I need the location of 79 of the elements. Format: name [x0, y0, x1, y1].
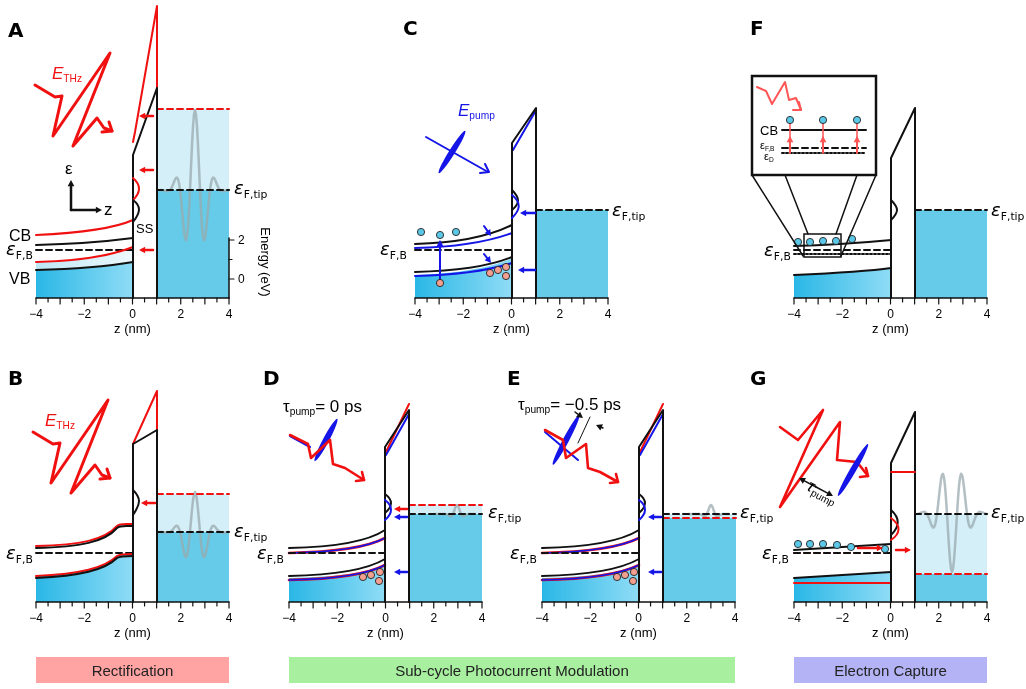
axis-label: z (nm) — [872, 321, 909, 335]
panel-letter: D — [263, 368, 280, 388]
tick-label: −4 — [29, 308, 43, 320]
axis-label: z (nm) — [872, 625, 909, 639]
tick-label: 0 — [129, 612, 136, 624]
tick-label: −4 — [535, 612, 549, 624]
axis-label: z (nm) — [620, 625, 657, 639]
tick-label: −4 — [787, 612, 801, 624]
tick-label: 4 — [731, 612, 739, 624]
panel-letter: A — [8, 20, 24, 40]
energy-level-label: ε$_{F,B}$ — [6, 544, 33, 566]
tick-label: −2 — [835, 308, 850, 320]
tick-label: 0 — [238, 273, 245, 285]
energy-level-label: ε$_{F,tip}$ — [234, 179, 268, 201]
panel-letter: E — [507, 368, 521, 388]
axis-label: z — [104, 200, 113, 218]
axis-label: z (nm) — [114, 321, 151, 335]
pump-delay-label: τ$_{pump}$= −0.5 ps — [518, 396, 622, 416]
axis-label: ε — [65, 159, 73, 177]
tick-label: 4 — [604, 308, 612, 320]
axis-label: z (nm) — [367, 625, 404, 639]
tick-label: 2 — [177, 612, 185, 624]
phase-banner: Rectification — [36, 657, 229, 683]
band-label: VB — [9, 271, 31, 287]
axis-label: Energy (eV) — [258, 227, 272, 297]
wave-label: E$_{THz}$ — [52, 65, 83, 85]
energy-level-label: ε$_{F,tip}$ — [612, 201, 646, 223]
tick-label: 0 — [887, 308, 894, 320]
tick-label: −4 — [29, 612, 43, 624]
energy-level-label: ε$_{F,B}$ — [380, 240, 407, 262]
tick-label: 2 — [238, 234, 245, 246]
tick-label: −4 — [787, 308, 801, 320]
wave-label: E$_{pump}$ — [458, 102, 495, 122]
pump-delay-label: τ$_{pump}$= 0 ps — [283, 398, 362, 418]
phase-banner: Electron Capture — [794, 657, 987, 683]
panel-letter: C — [403, 18, 418, 38]
band-label: CB — [760, 123, 779, 137]
tick-label: 2 — [556, 308, 564, 320]
panel-letter: B — [8, 368, 24, 388]
panel-letter: F — [750, 18, 764, 38]
energy-level-label: ε$_{F,tip}$ — [234, 522, 268, 544]
energy-level-label: ε$_{F,B}$ — [510, 544, 537, 566]
tick-label: −4 — [408, 308, 422, 320]
tick-label: 4 — [983, 308, 991, 320]
energy-level-label: ε$_{F,tip}$ — [991, 503, 1025, 525]
tick-label: 2 — [683, 612, 691, 624]
tick-label: 2 — [430, 612, 438, 624]
tick-label: 2 — [935, 612, 943, 624]
panel-letter: G — [750, 368, 767, 388]
tick-label: −2 — [77, 612, 92, 624]
tick-label: −2 — [330, 612, 345, 624]
energy-level-label: ε$_{F,B}$ — [257, 544, 284, 566]
tick-label: −2 — [456, 308, 471, 320]
energy-level-label: ε$_{F,tip}$ — [991, 201, 1025, 223]
tick-label: −4 — [282, 612, 296, 624]
energy-level-label: ε$_{F,B}$ — [760, 139, 775, 153]
tick-label: −2 — [583, 612, 598, 624]
axis-label: z (nm) — [114, 625, 151, 639]
wave-label: E$_{THz}$ — [45, 412, 76, 432]
tick-label: 2 — [935, 308, 943, 320]
band-label: SS — [136, 221, 154, 235]
tick-label: 0 — [382, 612, 389, 624]
tick-label: 4 — [983, 612, 991, 624]
tick-label: 4 — [478, 612, 486, 624]
tick-label: 0 — [887, 612, 894, 624]
phase-banner: Sub-cycle Photocurrent Modulation — [289, 657, 735, 683]
tick-label: 0 — [508, 308, 515, 320]
tick-label: 4 — [225, 308, 233, 320]
tick-label: 2 — [177, 308, 185, 320]
energy-level-label: ε$_{F,tip}$ — [740, 503, 774, 525]
energy-level-label: ε$_{F,B}$ — [762, 544, 789, 566]
energy-level-label: ε$_{F,B}$ — [764, 241, 791, 263]
energy-level-label: ε$_{F,tip}$ — [488, 503, 522, 525]
tick-label: −2 — [77, 308, 92, 320]
tick-label: −2 — [835, 612, 850, 624]
tick-label: 0 — [129, 308, 136, 320]
axis-label: z (nm) — [493, 321, 530, 335]
tick-label: 0 — [635, 612, 642, 624]
tick-label: 4 — [225, 612, 233, 624]
